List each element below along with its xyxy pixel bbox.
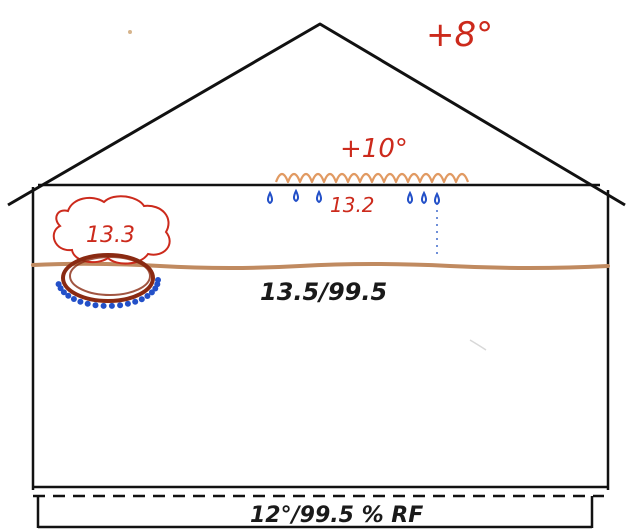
moisture-dot [117,302,124,309]
water-drop [267,190,273,205]
attic-temperature-label: +8° [426,15,493,55]
moisture-stain-ring [61,253,155,303]
moisture-dot [144,293,151,299]
ceiling-temperature-label: 13.2 [330,193,375,217]
moisture-dots [55,277,161,309]
water-drop [434,191,440,206]
water-drop [421,190,427,205]
moisture-dot [148,289,155,296]
moisture-dot [132,298,139,305]
foundation-outline [36,496,594,529]
temperature-cloud-bubble [52,195,171,265]
faint-pencil-mark [469,339,487,351]
moisture-dot [70,296,77,302]
moisture-dot [155,277,161,283]
water-drop [293,188,299,203]
water-drop [316,189,322,204]
water-drop [407,190,413,205]
moisture-dot [60,289,67,296]
room-reading-label: 13.5/99.5 [260,278,387,306]
moisture-stain-inner [69,256,151,296]
spot-temperature-label: 13.3 [86,223,135,248]
condensation-drops [267,188,440,206]
moisture-dot [100,302,107,309]
moisture-dot [92,302,99,309]
roof-outline [7,22,626,207]
moisture-dot [84,300,91,307]
horizontal-pipe [31,261,610,270]
heater-coil [274,172,470,184]
moisture-dot [77,298,84,305]
moisture-dot [124,300,131,307]
moisture-dot [65,292,72,299]
moisture-dot [138,296,145,303]
moisture-dot [57,285,64,292]
pencil-dot [128,30,132,34]
foundation-reading-label: 12°/99.5 % RF [250,503,423,528]
heater-temperature-label: +10° [340,134,408,164]
moisture-dot [108,302,115,309]
